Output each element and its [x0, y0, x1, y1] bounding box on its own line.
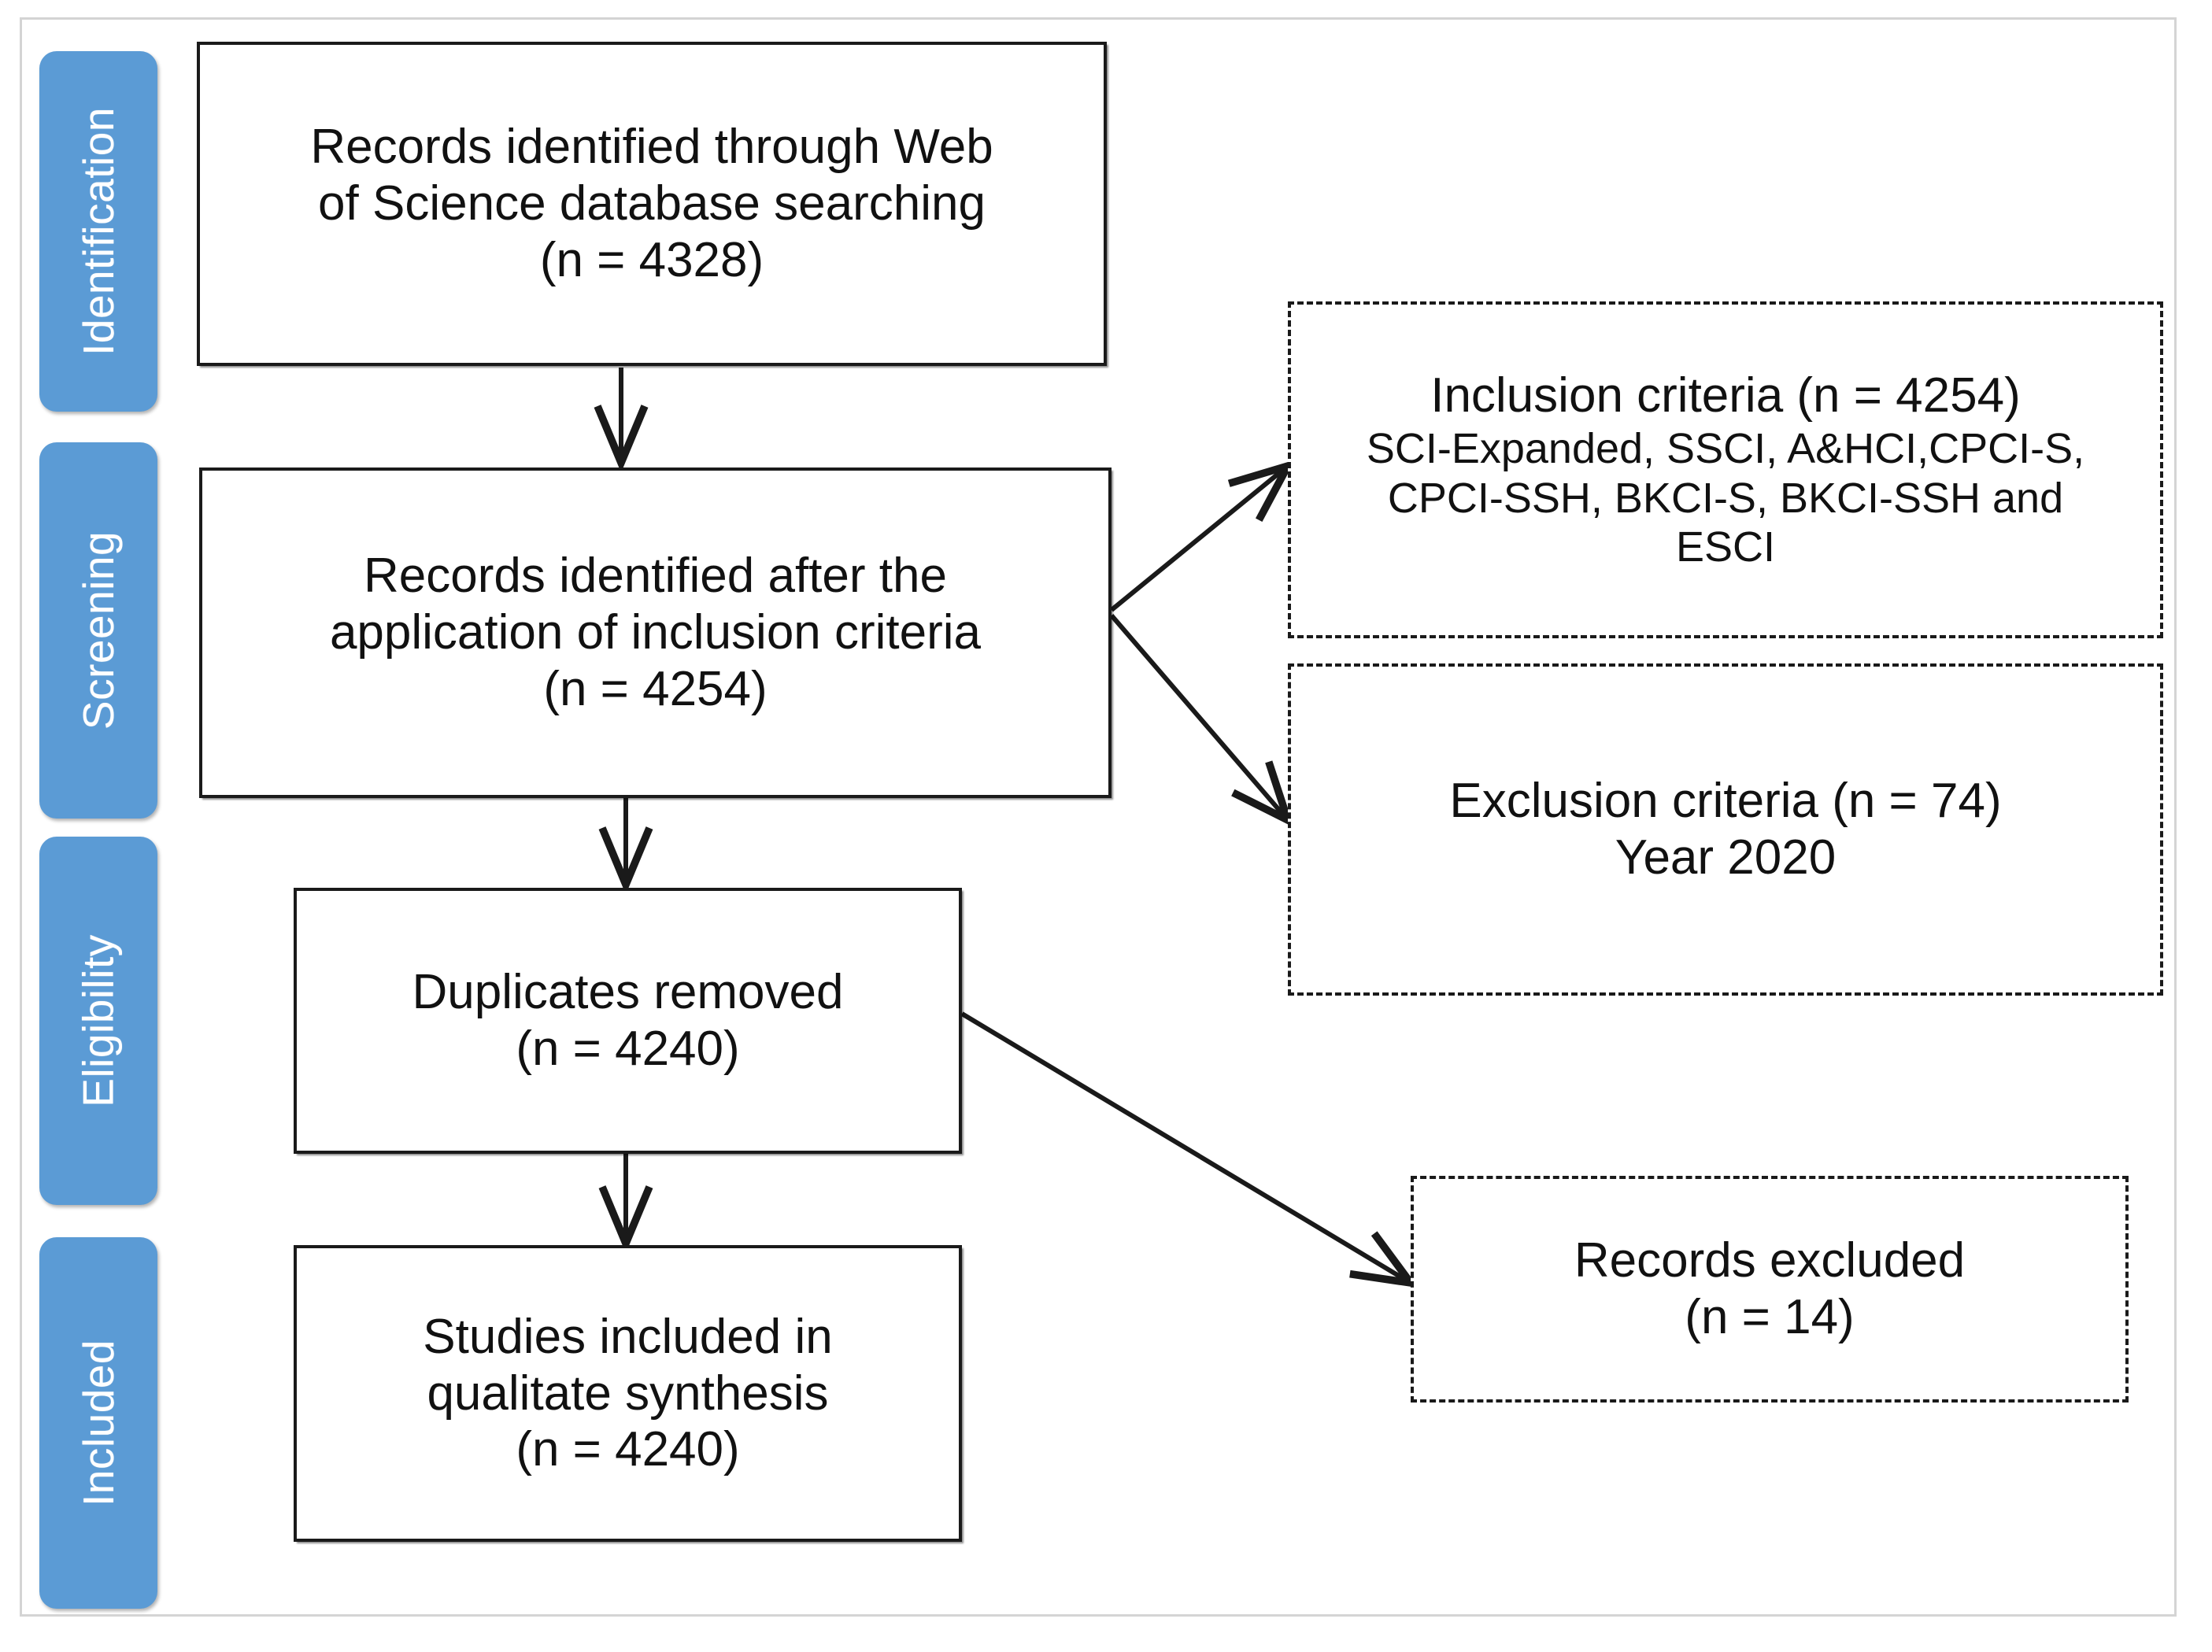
box-inclusion-criteria-body: Inclusion criteria (n = 4254) SCI-Expand…: [1291, 368, 2160, 572]
box-records-after-inclusion: Records identified after the application…: [199, 468, 1112, 798]
box-records-excluded-line-1: Records excluded: [1574, 1233, 1966, 1288]
stage-label-identification: Identification: [39, 51, 157, 412]
box-records-after-inclusion-line-3: (n = 4254): [543, 661, 768, 716]
box-studies-included-line-1: Studies included in: [423, 1309, 833, 1364]
box-duplicates-removed-body: Duplicates removed (n = 4240): [297, 964, 959, 1077]
box-exclusion-criteria-body: Exclusion criteria (n = 74) Year 2020: [1291, 773, 2160, 886]
stage-label-screening-text: Screening: [74, 530, 124, 730]
stage-label-eligibility-text: Eligibility: [74, 934, 123, 1107]
box-inclusion-criteria-line-4: ESCI: [1675, 523, 1776, 571]
stage-label-identification-text: Identification: [74, 107, 123, 356]
box-exclusion-criteria-line-2: Year 2020: [1615, 830, 1837, 885]
box-records-excluded: Records excluded (n = 14): [1411, 1176, 2129, 1403]
box-inclusion-criteria-line-2: SCI-Expanded, SSCI, A&HCI,CPCI-S,: [1366, 425, 2085, 473]
box-inclusion-criteria-line-1: Inclusion criteria (n = 4254): [1430, 368, 2021, 423]
stage-label-eligibility: Eligibility: [39, 837, 157, 1205]
box-records-identified: Records identified through Web of Scienc…: [197, 42, 1107, 366]
box-records-excluded-body: Records excluded (n = 14): [1414, 1233, 2125, 1346]
box-studies-included-line-2: qualitate synthesis: [427, 1366, 829, 1421]
box-records-after-inclusion-line-2: application of inclusion criteria: [329, 605, 982, 660]
box-records-identified-line-1: Records identified through Web: [310, 120, 993, 175]
box-records-identified-line-3: (n = 4328): [539, 232, 764, 287]
box-studies-included-line-3: (n = 4240): [516, 1422, 740, 1477]
box-duplicates-removed-line-2: (n = 4240): [516, 1022, 740, 1076]
box-inclusion-criteria-line-3: CPCI-SSH, BKCI-S, BKCI-SSH and: [1387, 474, 2064, 522]
box-studies-included: Studies included in qualitate synthesis …: [294, 1245, 962, 1542]
stage-label-included: Included: [39, 1237, 157, 1609]
box-duplicates-removed: Duplicates removed (n = 4240): [294, 888, 962, 1154]
box-studies-included-body: Studies included in qualitate synthesis …: [297, 1309, 959, 1479]
box-exclusion-criteria-line-1: Exclusion criteria (n = 74): [1449, 774, 2002, 829]
box-duplicates-removed-line-1: Duplicates removed: [412, 965, 844, 1020]
stage-label-screening: Screening: [39, 442, 157, 819]
box-inclusion-criteria: Inclusion criteria (n = 4254) SCI-Expand…: [1288, 301, 2163, 638]
box-records-after-inclusion-body: Records identified after the application…: [202, 548, 1108, 718]
box-records-after-inclusion-line-1: Records identified after the: [364, 549, 947, 604]
stage-label-included-text: Included: [74, 1340, 124, 1506]
box-records-identified-line-2: of Science database searching: [318, 176, 986, 231]
box-records-excluded-line-2: (n = 14): [1685, 1290, 1855, 1344]
box-exclusion-criteria: Exclusion criteria (n = 74) Year 2020: [1288, 663, 2163, 996]
box-records-identified-body: Records identified through Web of Scienc…: [200, 119, 1104, 289]
